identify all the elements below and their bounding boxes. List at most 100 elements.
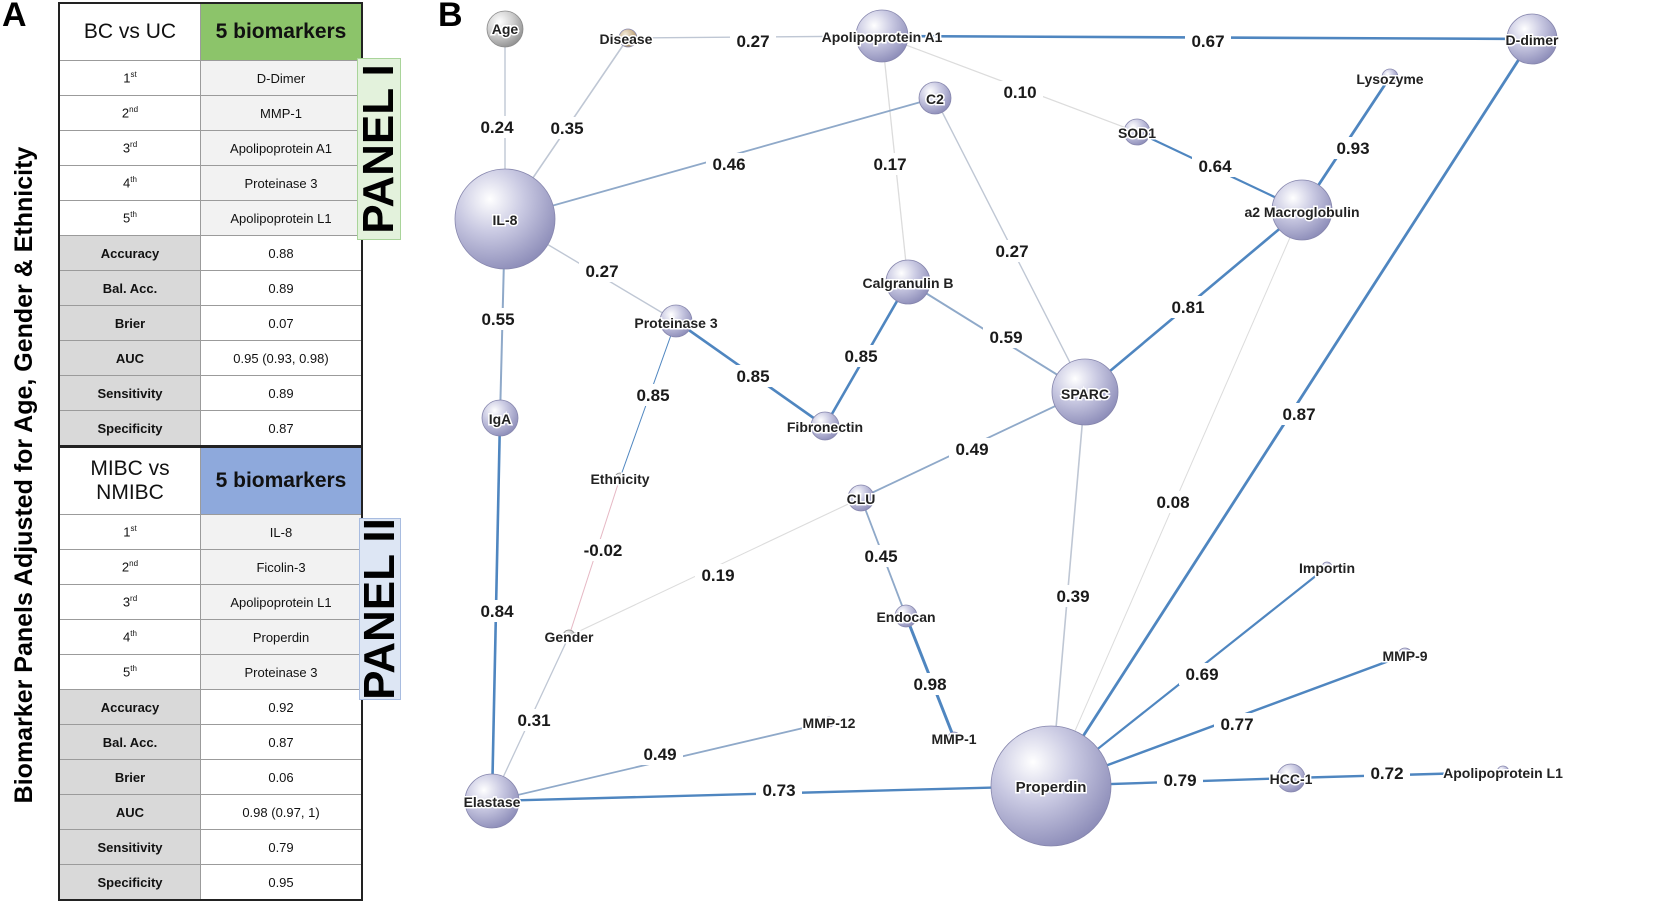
metric-value-cell: 0.87 xyxy=(200,724,363,760)
edge-weight-label-background xyxy=(475,308,521,330)
marker-cell: IL-8 xyxy=(200,514,363,550)
table-row: 1st IL-8 xyxy=(58,514,363,550)
edge-weight-label: 0.67 xyxy=(1191,32,1224,51)
edge-weight-label-background xyxy=(1157,769,1203,791)
edge-weight-label-background xyxy=(474,116,520,138)
edge-weight-label: 0.49 xyxy=(643,745,676,764)
edge-weight-label-background xyxy=(983,326,1029,348)
node-prot3 xyxy=(659,304,693,338)
node-label-calgranulin: Calgranulin B xyxy=(862,275,953,291)
metric-value-cell: 0.92 xyxy=(200,689,363,725)
edge-weight-label-background xyxy=(511,709,557,731)
metric-name-cell: Accuracy xyxy=(58,235,201,271)
edge-weight-label: 0.55 xyxy=(481,310,514,329)
table-row: 2nd MMP-1 xyxy=(58,95,363,131)
panel-a-letter: A xyxy=(2,0,27,34)
edge-weight-label-background xyxy=(575,539,631,561)
edge-weight-label: 0.19 xyxy=(701,566,734,585)
marker-cell: Ficolin-3 xyxy=(200,549,363,585)
panel-2-table: MIBC vs NMIBC 5 biomarkers 1st IL-8 2nd … xyxy=(58,446,363,901)
node-label-properdin: Properdin xyxy=(1016,779,1087,796)
edge-weight-label: 0.08 xyxy=(1156,493,1189,512)
node-label-apoa1: Apolipoprotein A1 xyxy=(822,29,943,45)
table-row: AUC 0.95 (0.93, 0.98) xyxy=(58,340,363,376)
table-row: 3rd Apolipoprotein L1 xyxy=(58,584,363,620)
table-row: Brier 0.07 xyxy=(58,305,363,341)
edge-weight-label: 0.85 xyxy=(636,386,669,405)
metric-name-cell: Sensitivity xyxy=(58,375,201,411)
panel-a-vertical-title: Biomarker Panels Adjusted for Age, Gende… xyxy=(10,146,38,804)
node-iga xyxy=(481,399,519,437)
edge-weight-label-background xyxy=(730,365,776,387)
table-row: Specificity 0.87 xyxy=(58,410,363,447)
edge-weight-label: 0.85 xyxy=(736,367,769,386)
node-mmp12 xyxy=(823,716,835,728)
edge-weight-label-background xyxy=(1330,137,1376,159)
table-header-comparison: MIBC vs NMIBC xyxy=(58,446,201,515)
node-sparc xyxy=(1051,358,1119,426)
panel-b-letter: B xyxy=(438,0,463,34)
edge-weight-label-background xyxy=(637,743,683,765)
edge-weight-label: 0.72 xyxy=(1370,764,1403,783)
rank-cell: 5th xyxy=(58,200,201,236)
node-label-mmp12: MMP-12 xyxy=(803,715,856,731)
metric-name-cell: AUC xyxy=(58,794,201,830)
edge-weight-label: 0.27 xyxy=(736,32,769,51)
rank-cell: 5th xyxy=(58,654,201,690)
node-calgranulin xyxy=(885,259,931,305)
edge-weight-label: 0.84 xyxy=(480,602,514,621)
node-apoa1 xyxy=(855,9,909,63)
node-gender xyxy=(562,629,576,643)
metric-value-cell: 0.95 xyxy=(200,864,363,901)
node-ethnicity xyxy=(614,472,626,484)
node-label-mmp9: MMP-9 xyxy=(1382,648,1427,664)
node-label-hcc1: HCC-1 xyxy=(1270,771,1313,787)
panel-1-table: BC vs UC 5 biomarkers 1st D-Dimer 2nd MM… xyxy=(58,2,363,447)
node-mmp9 xyxy=(1397,647,1413,663)
edge-weight-label: 0.64 xyxy=(1198,157,1232,176)
edge-weight-label: 0.45 xyxy=(864,547,897,566)
node-label-age: Age xyxy=(492,21,519,37)
node-elastase xyxy=(464,773,520,829)
node-il8 xyxy=(454,168,556,270)
edge-weight-label: 0.85 xyxy=(844,347,877,366)
node-a2m xyxy=(1271,179,1333,241)
metric-value-cell: 0.89 xyxy=(200,270,363,306)
rank-cell: 3rd xyxy=(58,130,201,166)
metric-name-cell: Brier xyxy=(58,305,201,341)
edge-weight-label-background xyxy=(907,673,953,695)
table-row: Bal. Acc. 0.87 xyxy=(58,724,363,760)
edge-weight-label-background xyxy=(695,564,741,586)
node-label-gender: Gender xyxy=(544,629,594,645)
edge-weight-label-background xyxy=(949,438,995,460)
node-label-fibronectin: Fibronectin xyxy=(787,419,863,435)
marker-cell: Apolipoprotein A1 xyxy=(200,130,363,166)
table-header-comparison: BC vs UC xyxy=(58,2,201,61)
rank-cell: 4th xyxy=(58,619,201,655)
edge-weight-label: 0.49 xyxy=(955,440,988,459)
metric-value-cell: 0.98 (0.97, 1) xyxy=(200,794,363,830)
marker-cell: Proteinase 3 xyxy=(200,654,363,690)
table-row: Accuracy 0.92 xyxy=(58,689,363,725)
node-ddimer xyxy=(1506,13,1558,65)
rank-cell: 1st xyxy=(58,60,201,96)
edge-weight-label: -0.02 xyxy=(584,541,623,560)
node-properdin xyxy=(990,725,1112,847)
table-row: 5th Apolipoprotein L1 xyxy=(58,200,363,236)
edge-weight-label-background xyxy=(1214,713,1260,735)
table-row: 2nd Ficolin-3 xyxy=(58,549,363,585)
marker-cell: Apolipoprotein L1 xyxy=(200,584,363,620)
rank-cell: 3rd xyxy=(58,584,201,620)
node-label-lysozyme: Lysozyme xyxy=(1356,71,1423,87)
node-fibronectin xyxy=(810,411,840,441)
node-endocan xyxy=(894,604,918,628)
edge-weight-label: 0.31 xyxy=(517,711,550,730)
edge-weight-label: 0.59 xyxy=(989,328,1022,347)
node-lysozyme xyxy=(1381,68,1399,86)
table-row: Sensitivity 0.89 xyxy=(58,375,363,411)
metric-value-cell: 0.06 xyxy=(200,759,363,795)
metric-name-cell: Brier xyxy=(58,759,201,795)
node-label-sod1: SOD1 xyxy=(1118,125,1156,141)
node-clu xyxy=(847,484,875,512)
